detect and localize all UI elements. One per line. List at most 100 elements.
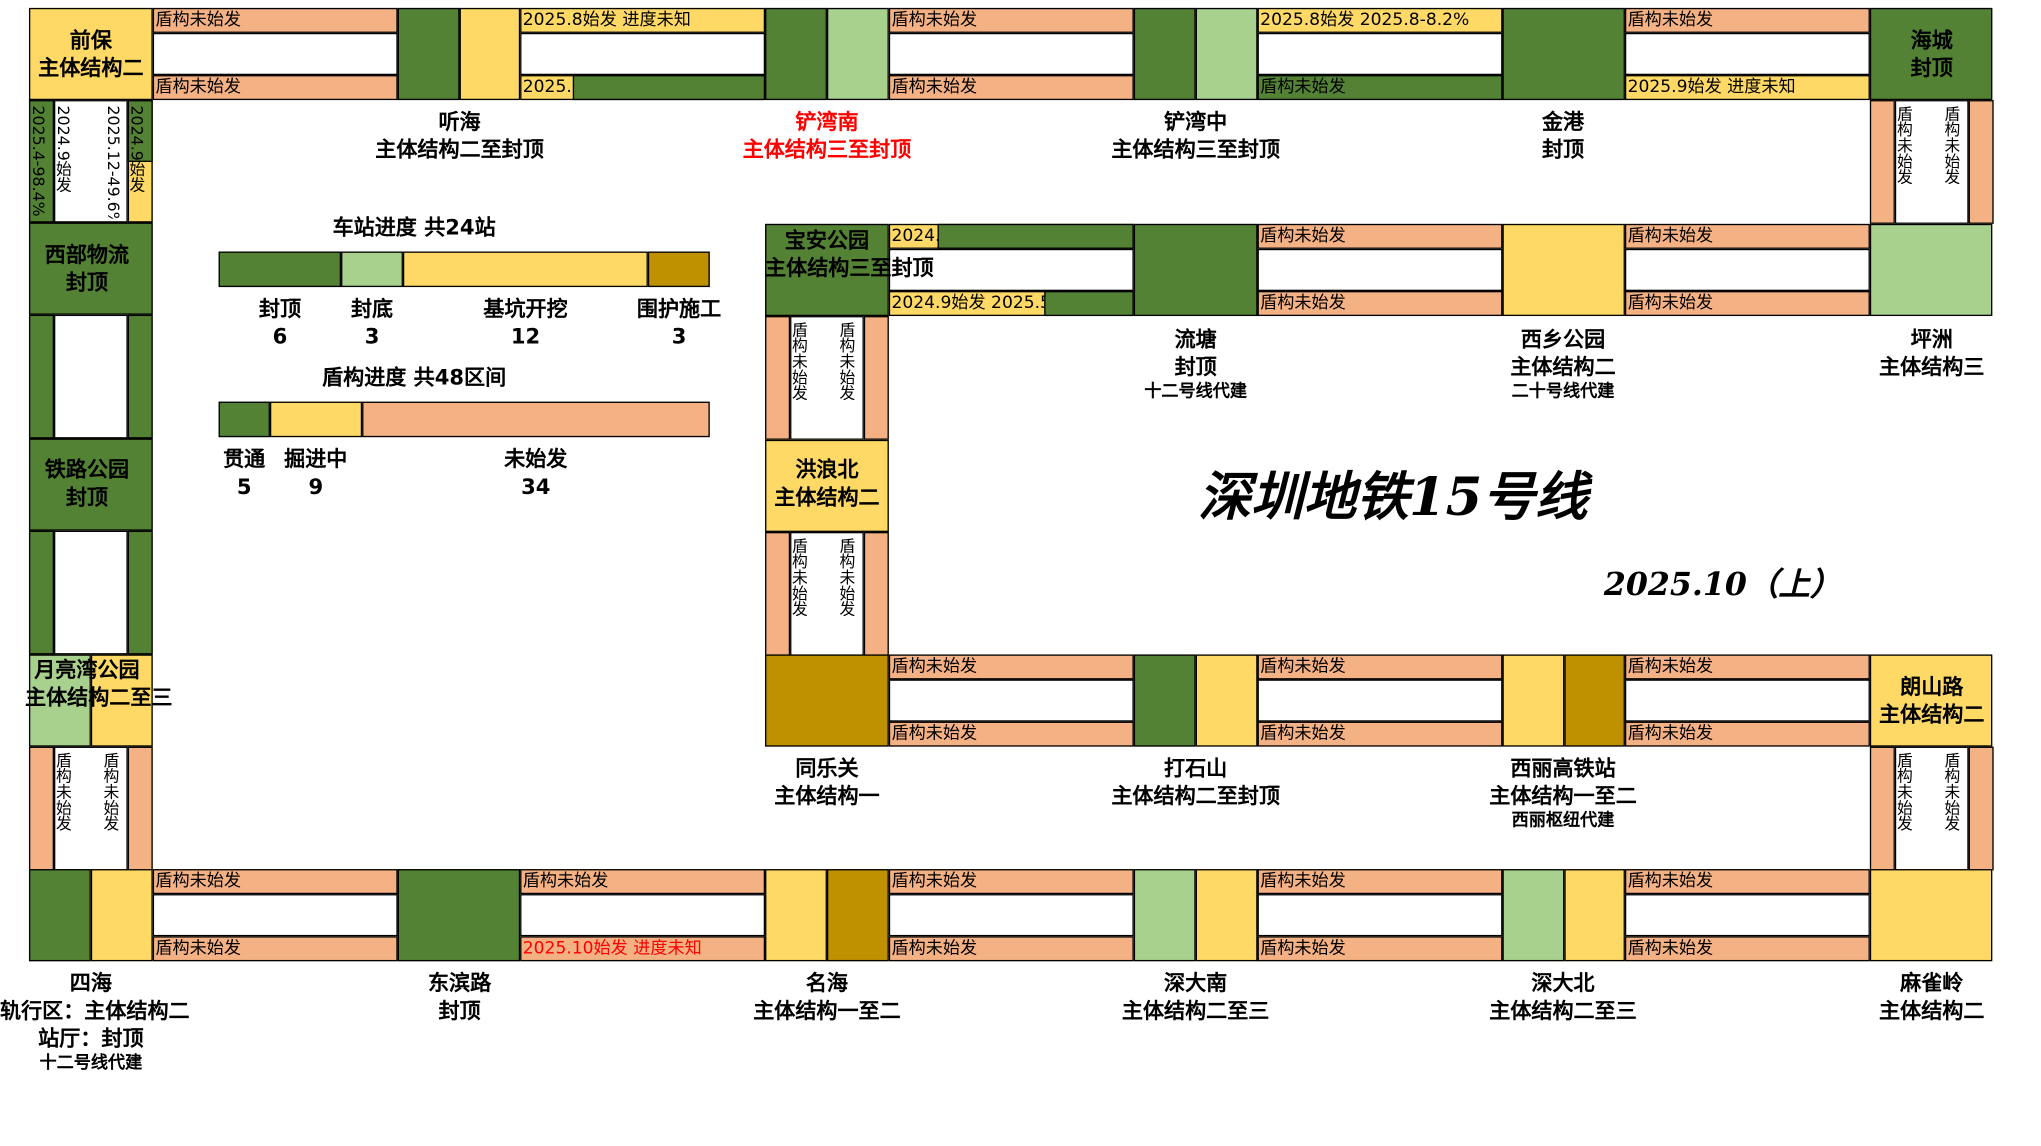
tunnel-mh-sdn-gap bbox=[888, 894, 1134, 937]
tunnel-xl-ls-upper bbox=[1624, 654, 1870, 680]
station-name: 同乐关 bbox=[795, 755, 859, 781]
station-name: 前保 bbox=[69, 27, 112, 53]
tunnel-cwz-jg-upper-label: 2025.8始发 2025.8-8.2% bbox=[1260, 10, 1470, 31]
tunnel-cwz-jg-gap bbox=[1257, 32, 1503, 76]
station-name: 流塘 bbox=[1174, 326, 1217, 352]
station-dashishan-right bbox=[1195, 654, 1258, 747]
station-chanwanzhong-right bbox=[1195, 7, 1258, 101]
tunnel-dss-xl-lower bbox=[1257, 721, 1503, 747]
station-status: 主体结构三 bbox=[1879, 354, 1985, 380]
tunnel-jg-hc-upper-label: 盾构未始发 bbox=[1627, 10, 1714, 31]
tunnel-hc-pz-right bbox=[1968, 100, 1994, 224]
tunnel-hlb-tlg-left bbox=[765, 531, 791, 656]
tunnel-mh-sdn-lower-label: 盾构未始发 bbox=[891, 938, 978, 959]
station-name: 坪洲 bbox=[1910, 326, 1953, 352]
legend-title-0: 车站进度 共24站 bbox=[332, 214, 496, 240]
station-baoangongyuan-box bbox=[765, 223, 889, 317]
tunnel-sdb-mql-upper bbox=[1624, 869, 1870, 895]
tunnel-db-mh-upper bbox=[520, 869, 766, 895]
station-name: 西丽高铁站 bbox=[1510, 755, 1616, 781]
legend-bar-0-segment-1 bbox=[341, 251, 403, 288]
label-langshanlu: 朗山路主体结构二 bbox=[1870, 673, 1994, 728]
tunnel-sh-db-lower bbox=[152, 936, 398, 962]
tunnel-hc-pz-left bbox=[1869, 100, 1895, 224]
station-note: 西丽枢纽代建 bbox=[1511, 811, 1615, 831]
station-name: 打石山 bbox=[1164, 755, 1228, 781]
tunnel-sdb-mql-upper-label: 盾构未始发 bbox=[1627, 871, 1714, 892]
tunnel-dss-xl-upper bbox=[1257, 654, 1503, 680]
tunnel-xl-ls-lower bbox=[1624, 721, 1870, 747]
tunnel-ba-lt-lower-green bbox=[1044, 291, 1134, 317]
label-pingzhou: 坪洲主体结构三 bbox=[1859, 325, 2004, 380]
tunnel-cwn-cwz-lower bbox=[888, 75, 1134, 101]
tunnel-qb-th-lower-label: 盾构未始发 bbox=[155, 77, 241, 98]
legend-item-value: 3 bbox=[671, 323, 687, 349]
station-tinghai-left bbox=[397, 7, 460, 101]
label-jingang: 金港封顶 bbox=[1445, 108, 1682, 163]
label-shendanan: 深大南主体结构二至三 bbox=[1077, 969, 1314, 1024]
tunnel-ylw-sh-left-text: 盾构未始发 bbox=[55, 751, 72, 831]
station-xixianggongyuan-box bbox=[1502, 223, 1625, 317]
station-note: 十二号线代建 bbox=[1144, 381, 1248, 402]
station-name: 西乡公园 bbox=[1520, 326, 1606, 352]
tunnel-jg-hc-lower-label: 2025.9始发 进度未知 bbox=[1627, 77, 1796, 98]
station-name: 麻雀岭 bbox=[1900, 970, 1964, 996]
tunnel-jg-hc-upper bbox=[1624, 7, 1870, 33]
label-liutang: 流塘封顶十二号线代建 bbox=[1077, 325, 1314, 404]
station-status: 主体结构三至封顶 bbox=[742, 136, 912, 162]
label-hongliangbei: 洪浪北主体结构二 bbox=[765, 456, 889, 511]
label-haicheng: 海城封顶 bbox=[1870, 26, 1994, 81]
station-name: 深大南 bbox=[1164, 970, 1228, 996]
tunnel-sdb-mql-lower-label: 盾构未始发 bbox=[1627, 938, 1714, 959]
station-status: 封顶 bbox=[1910, 55, 1953, 81]
tunnel-cwz-jg-lower bbox=[1257, 75, 1503, 101]
station-name: 铲湾南 bbox=[795, 109, 859, 135]
legend-item-value: 6 bbox=[272, 323, 288, 349]
legend-bar-0-segment-3 bbox=[648, 251, 710, 288]
station-name: 铁路公园 bbox=[44, 456, 130, 482]
legend-item-value: 9 bbox=[308, 474, 324, 500]
tunnel-jg-hc-gap bbox=[1624, 32, 1870, 76]
station-xiligaotie-right bbox=[1564, 654, 1625, 747]
tunnel-sdn-sdb-lower-label: 盾构未始发 bbox=[1260, 938, 1346, 959]
tunnel-lt-xx-lower-label: 盾构未始发 bbox=[1260, 293, 1346, 314]
tunnel-cwz-jg-upper bbox=[1257, 7, 1503, 33]
station-status-1: 轨行区：主体结构二 bbox=[0, 998, 190, 1024]
station-name: 四海 bbox=[69, 970, 112, 996]
station-status: 封顶 bbox=[65, 269, 108, 295]
tunnel-ls-mql-right bbox=[1968, 746, 1994, 871]
legend-item-label: 基坑开挖 bbox=[483, 296, 568, 322]
tunnel-xx-pz-lower bbox=[1624, 291, 1870, 317]
station-shendanan-left bbox=[1133, 869, 1196, 962]
station-shendanan-right bbox=[1195, 869, 1258, 962]
tunnel-sdn-sdb-gap bbox=[1257, 894, 1503, 937]
station-status: 主体结构二至封顶 bbox=[375, 136, 544, 162]
tunnel-ls-mql-right-text: 盾构未始发 bbox=[1943, 751, 1960, 831]
tunnel-cwz-jg-lower-label: 盾构未始发 bbox=[1260, 77, 1346, 98]
tunnel-tl-ylw-left bbox=[28, 530, 54, 655]
station-tielugongyuan-box bbox=[28, 438, 153, 531]
station-status: 封顶 bbox=[65, 484, 108, 510]
tunnel-hlb-tlg-right-text: 盾构未始发 bbox=[838, 537, 855, 617]
station-liutang-box bbox=[1133, 223, 1258, 317]
tunnel-cwn-cwz-gap bbox=[888, 32, 1134, 76]
tunnel-tlg-dss-lower-label: 盾构未始发 bbox=[891, 724, 978, 744]
tunnel-lt-xx-upper bbox=[1257, 223, 1503, 249]
tunnel-sdn-sdb-lower bbox=[1257, 936, 1503, 962]
tunnel-ylw-sh-right-text: 盾构未始发 bbox=[102, 751, 119, 831]
tunnel-th-cwn-upper-label: 2025.8始发 进度未知 bbox=[522, 10, 691, 31]
station-note: 二十号线代建 bbox=[1511, 381, 1615, 402]
station-xibuwuliu-box bbox=[28, 222, 153, 315]
legend-item-label: 封底 bbox=[350, 296, 394, 322]
tunnel-lt-xx-lower bbox=[1257, 291, 1503, 317]
station-name: 深大北 bbox=[1531, 970, 1595, 996]
label-xiligaotie: 西丽高铁站主体结构一至二西丽枢纽代建 bbox=[1445, 755, 1682, 834]
station-sihai-left bbox=[28, 869, 91, 962]
tunnel-ls-mql-left-text: 盾构未始发 bbox=[1896, 751, 1912, 831]
legend-item-value: 3 bbox=[364, 323, 380, 349]
tunnel-sh-db-upper-label: 盾构未始发 bbox=[155, 871, 241, 892]
station-status: 主体结构二 bbox=[1879, 998, 1985, 1024]
